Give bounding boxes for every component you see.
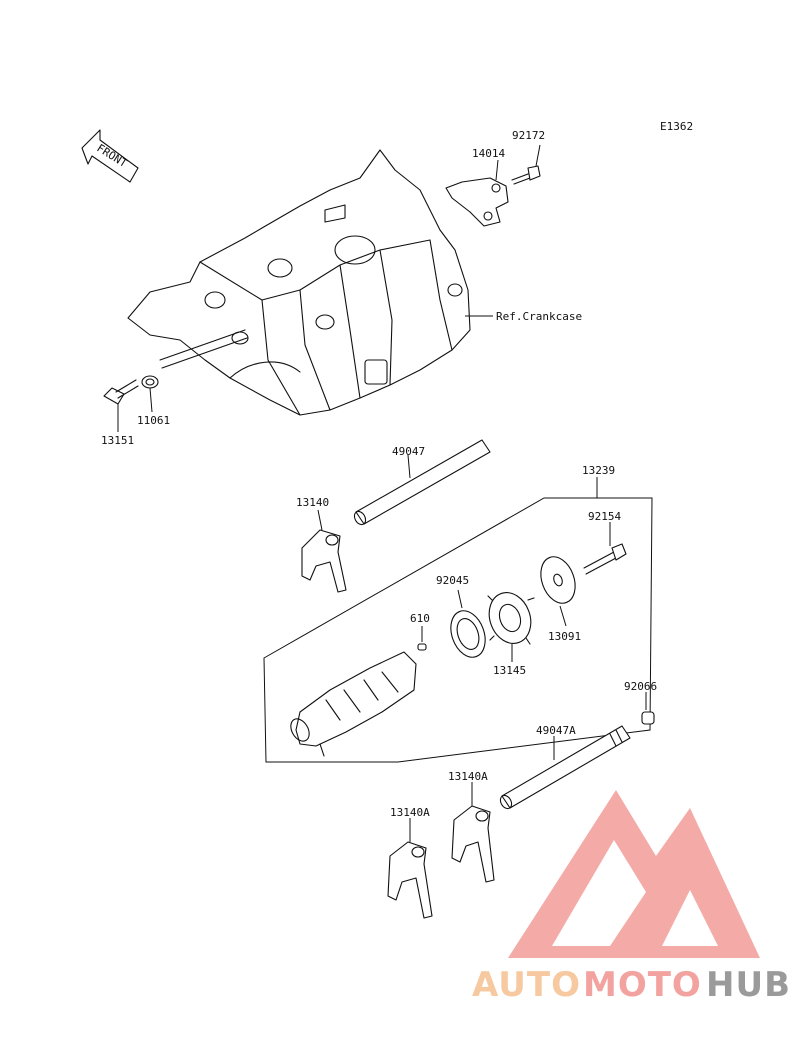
screw-92172 xyxy=(511,165,541,185)
cap-92066 xyxy=(641,711,655,725)
label-13151: 13151 xyxy=(101,434,134,447)
label-49047A: 49047A xyxy=(536,724,576,737)
label-92066: 92066 xyxy=(624,680,657,693)
group-bracket-13239 xyxy=(263,497,653,763)
washer-11061 xyxy=(141,375,159,389)
disc-13091 xyxy=(540,556,576,604)
plate-14014 xyxy=(445,177,509,227)
label-92172: 92172 xyxy=(512,129,545,142)
label-13091: 13091 xyxy=(548,630,581,643)
shaft-49047A xyxy=(499,725,631,810)
label-13140: 13140 xyxy=(296,496,329,509)
watermark-moto: MOTO xyxy=(583,965,702,1005)
label-610: 610 xyxy=(410,612,430,625)
fork-13140A-right xyxy=(451,805,495,883)
fork-13140 xyxy=(301,529,347,593)
label-13140A-left: 13140A xyxy=(390,806,430,819)
label-92154: 92154 xyxy=(588,510,621,523)
front-label: FRONT xyxy=(94,142,129,171)
label-49047: 49047 xyxy=(392,445,425,458)
front-arrow-icon: FRONT xyxy=(81,129,139,183)
crankcase-drawing xyxy=(127,149,471,416)
shift-drum xyxy=(290,651,417,757)
bolt-92154 xyxy=(583,543,627,575)
fork-13140A-left xyxy=(387,841,433,919)
watermark-auto: AUTO xyxy=(472,965,581,1005)
watermark-logo-icon xyxy=(508,790,760,958)
watermark-hub: HUB xyxy=(706,965,791,1005)
pin-610 xyxy=(417,643,427,651)
label-92045: 92045 xyxy=(436,574,469,587)
bolt-13151 xyxy=(103,379,139,405)
diagram-code: E1362 xyxy=(660,120,693,133)
gear-13145 xyxy=(487,592,535,645)
watermark-logo xyxy=(508,790,760,958)
label-13145: 13145 xyxy=(493,664,526,677)
shaft-49047 xyxy=(353,439,491,526)
watermark-text: AUTO MOTO HUB xyxy=(472,965,791,1005)
label-11061: 11061 xyxy=(137,414,170,427)
label-13140A-right: 13140A xyxy=(448,770,488,783)
ref-crankcase-label: Ref.Crankcase xyxy=(496,310,582,323)
label-13239: 13239 xyxy=(582,464,615,477)
label-14014: 14014 xyxy=(472,147,505,160)
bearing-92045 xyxy=(450,610,486,658)
